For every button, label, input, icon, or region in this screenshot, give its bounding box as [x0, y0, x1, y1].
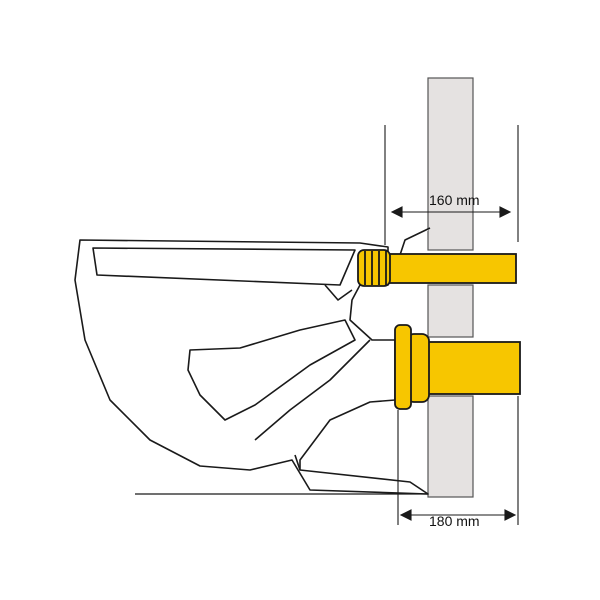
dimension-label-180: 180 mm	[429, 513, 480, 529]
lower-pipe	[394, 324, 521, 410]
upper-pipe	[357, 249, 517, 287]
wall	[427, 77, 474, 498]
dimension-label-160: 160 mm	[429, 192, 480, 208]
dimension-lines	[384, 125, 519, 525]
